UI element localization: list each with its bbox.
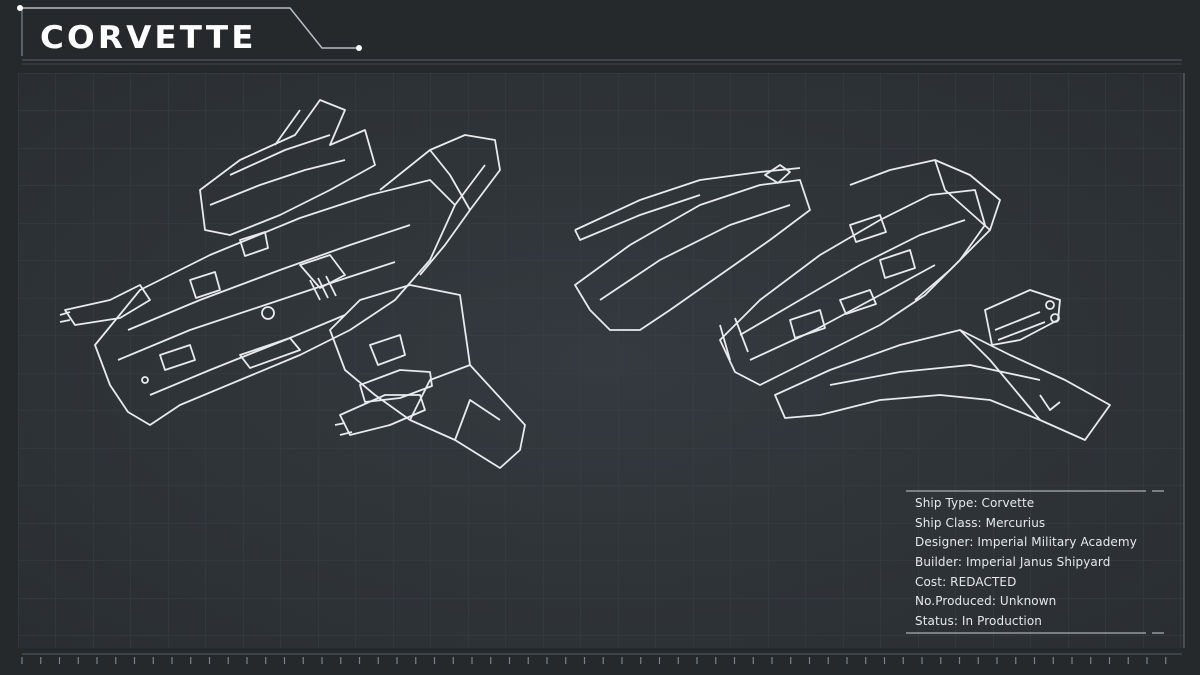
spec-list: Ship Type: Corvette Ship Class: Mercuriu… <box>915 494 1165 632</box>
spec-produced: No.Produced: Unknown <box>915 594 1057 609</box>
spec-frame <box>906 490 1164 634</box>
spec-cost: Cost: REDACTED <box>915 574 1017 589</box>
spec-status: Status: In Production <box>915 614 1042 629</box>
spec-ship-class: Ship Class: Mercurius <box>915 515 1046 530</box>
page-title: CORVETTE <box>40 20 257 56</box>
ship-blueprint-right <box>574 159 1111 441</box>
spec-builder: Builder: Imperial Janus Shipyard <box>915 555 1111 570</box>
spec-ship-type: Ship Type: Corvette <box>915 496 1035 510</box>
spec-designer: Designer: Imperial Military Academy <box>915 535 1137 550</box>
bottom-ruler <box>21 653 1182 664</box>
ship-blueprint-left <box>59 99 526 469</box>
header-frame <box>17 5 1182 65</box>
